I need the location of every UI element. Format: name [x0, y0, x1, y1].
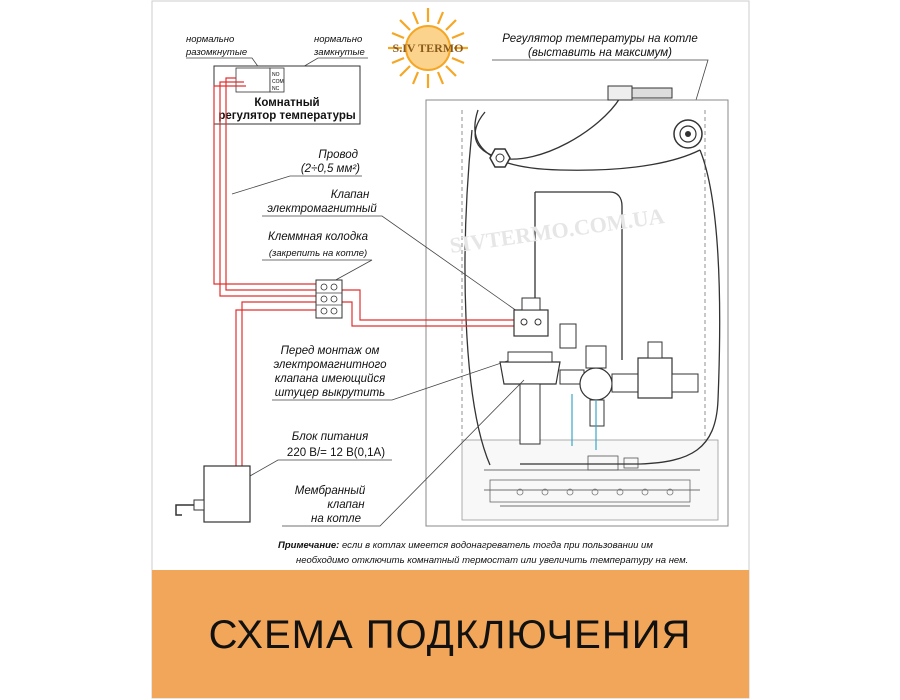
- solenoid-valve: [513, 297, 549, 337]
- membrane-valve-label-2: клапан: [327, 499, 365, 511]
- terminal-block-label-1: Клеммная колодка: [268, 231, 368, 243]
- terminal-com: COM: [272, 79, 284, 85]
- normally-closed-label-1: нормально: [314, 34, 362, 45]
- gas-valve-assembly: [499, 323, 699, 450]
- wiring: [213, 77, 516, 470]
- room-thermostat-label-1: Комнатный: [254, 97, 319, 109]
- logo: S.IV TERMO: [388, 8, 468, 88]
- boiler: [425, 99, 729, 527]
- fitting-note-label-4: штуцер выкрутить: [275, 387, 385, 399]
- fitting-note-label-1: Перед монтаж ом: [281, 345, 380, 357]
- sun-icon: [388, 8, 468, 88]
- normally-open-label-1: нормально: [186, 34, 234, 45]
- power-supply-label-1: Блок питания: [292, 431, 368, 443]
- boiler-regulator-label-1: Регулятор температуры на котле: [502, 33, 698, 45]
- boiler-regulator-label-2: (выставить на максимум): [528, 47, 672, 59]
- power-supply-label-2: 220 В/= 12 В(0,1А): [287, 447, 385, 459]
- boiler-thermostat-knob: [673, 119, 703, 149]
- title-banner: [152, 570, 749, 698]
- membrane-valve-label-3: на котле: [311, 513, 361, 525]
- membrane-valve-label-1: Мембранный: [295, 485, 366, 497]
- banner-title: СХЕМА ПОДКЛЮЧЕНИЯ: [209, 613, 692, 657]
- fitting-note-label-3: клапана имеющийся: [275, 373, 386, 385]
- wire-label-2: (2÷0,5 мм²): [301, 163, 360, 175]
- power-supply: [175, 465, 251, 523]
- note-line-2: необходимо отключить комнатный термостат…: [296, 555, 688, 566]
- solenoid-valve-label-1: Клапан: [331, 189, 370, 201]
- normally-open-label-2: разомкнутые: [185, 47, 247, 58]
- terminal-block: [315, 279, 343, 319]
- solenoid-valve-label-2: электромагнитный: [267, 203, 377, 215]
- terminal-nc: NC: [272, 86, 280, 92]
- note-line-1: Примечание: если в котлах имеется водона…: [278, 540, 653, 551]
- normally-closed-label-2: замкнутые: [313, 47, 365, 58]
- note-prefix: Примечание:: [278, 540, 339, 551]
- nut-icon: [489, 148, 511, 168]
- room-thermostat: NO COM NC Комнатный регулятор температур…: [213, 65, 361, 125]
- terminal-block-label-2: (закрепить на котле): [269, 248, 367, 259]
- boiler-thermostat-sensor: [607, 85, 673, 101]
- terminal-no: NO: [272, 72, 280, 78]
- logo-text: S.IV TERMO: [393, 41, 464, 55]
- room-thermostat-label-2: регулятор температуры: [218, 110, 356, 122]
- fitting-note-label-2: электромагнитного: [273, 359, 387, 371]
- wire-label-1: Провод: [318, 149, 358, 161]
- note-text-1: если в котлах имеется водонагреватель то…: [339, 540, 653, 551]
